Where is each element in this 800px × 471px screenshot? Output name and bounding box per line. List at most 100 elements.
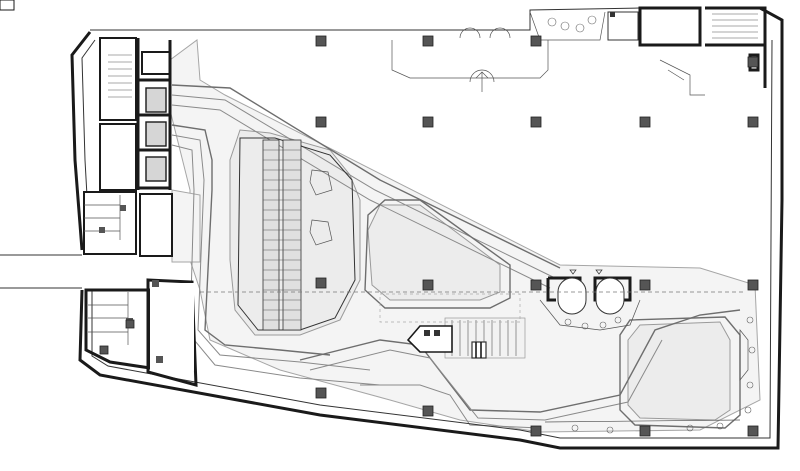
- door-arrow-icon: [569, 269, 577, 275]
- facade-glazing-lower: [91, 39, 773, 439]
- lower-service-wall-right: [146, 278, 198, 387]
- column-marker: [315, 35, 327, 47]
- column-marker: [639, 279, 651, 291]
- column-marker: [530, 279, 542, 291]
- column-marker: [530, 425, 542, 437]
- planter-icon: [587, 15, 597, 25]
- bench-lower: [544, 419, 741, 423]
- escalator-bank-right: [282, 139, 302, 331]
- column-marker: [639, 425, 651, 437]
- revolving-door-pod: [539, 269, 641, 331]
- service-fixture-top: [610, 12, 615, 17]
- column-marker: [315, 277, 327, 289]
- glazed-bay-right: [739, 329, 749, 381]
- column-marker: [99, 345, 109, 355]
- outer-wall-right: [759, 6, 784, 200]
- lower-left-service-block: [84, 278, 198, 387]
- pod-outline: [539, 299, 641, 331]
- lower-band-3: [360, 384, 541, 429]
- kiosk-fixture: [434, 330, 440, 336]
- column-marker: [747, 56, 759, 68]
- stair-treads-right: [712, 13, 758, 39]
- corner-label-box: [0, 0, 15, 11]
- stair-core-left: [99, 37, 137, 121]
- island-outline-band: [364, 199, 511, 309]
- lobby-seat-upper: [309, 169, 333, 196]
- lower-service-wall: [84, 288, 152, 370]
- column-marker: [747, 279, 759, 291]
- lift-car-1: [145, 87, 167, 113]
- structural-columns: [99, 35, 759, 437]
- planter-icon: [560, 21, 570, 31]
- column-marker: [747, 425, 759, 437]
- entry-door-swing-1: [459, 27, 481, 39]
- kiosk-fixture: [424, 330, 430, 336]
- floor-zones: [169, 39, 761, 433]
- escalator-bank-left: [262, 139, 280, 331]
- escalator-void: [237, 137, 356, 331]
- lobby-seat-lower: [309, 219, 333, 246]
- planter-icon: [547, 17, 557, 27]
- central-stair: [406, 317, 526, 359]
- column-marker: [530, 35, 542, 47]
- column-marker: [125, 319, 135, 329]
- toilet-block-upper-right: [139, 193, 173, 257]
- outer-wall-left-lower: [78, 199, 784, 450]
- stair-core-right-wall: [705, 6, 767, 47]
- upper-diagonal-band-1: [171, 84, 561, 269]
- toilet-fixture: [152, 280, 159, 287]
- right-loop-band: [619, 316, 741, 429]
- left-curving-band-1: [171, 124, 331, 356]
- lobby-front: [391, 27, 549, 92]
- lift-shaft-1: [141, 51, 171, 75]
- column-marker: [422, 405, 434, 417]
- toilet-fixture: [99, 227, 105, 233]
- planters-lower: [571, 422, 724, 434]
- planter-icon: [599, 321, 607, 329]
- lower-band-2: [309, 339, 663, 421]
- entry-door-swing-2: [489, 27, 511, 39]
- planter-icon: [614, 316, 622, 324]
- column-marker: [315, 387, 327, 399]
- column-marker: [747, 116, 759, 128]
- planter-icon: [581, 322, 589, 330]
- toilet-stalls-upper: [84, 195, 126, 240]
- toilet-fixture: [156, 356, 163, 363]
- lower-band-1: [299, 309, 741, 413]
- planter-icon: [746, 316, 754, 324]
- building-envelope: [0, 0, 784, 450]
- planter-icon: [571, 424, 579, 432]
- stair-treads-left: [108, 54, 132, 98]
- planters-pod: [564, 316, 622, 330]
- ramp-right: [659, 59, 705, 96]
- column-marker: [422, 35, 434, 47]
- revolving-door-top: [469, 69, 495, 92]
- left-service-core: [83, 37, 173, 257]
- escalator-treads: [263, 149, 301, 321]
- planter-icon: [564, 318, 572, 326]
- stair-landing: [471, 341, 487, 359]
- planters-top: [547, 15, 597, 33]
- upper-right-core: [529, 6, 767, 96]
- planters-right: [744, 316, 756, 414]
- lift-car-2: [145, 121, 167, 147]
- planter-icon: [686, 424, 694, 432]
- column-marker: [639, 116, 651, 128]
- planter-icon: [575, 23, 585, 33]
- upper-right-core-wall: [638, 6, 702, 47]
- toilet-block-upper-left: [83, 191, 137, 255]
- planter-icon: [716, 422, 724, 430]
- left-curving-band-2: [171, 134, 371, 371]
- toilet-fixture: [120, 205, 126, 211]
- planter-icon: [744, 406, 752, 414]
- right-lower-zone: [627, 321, 731, 421]
- entrance-canopy-top: [529, 11, 606, 41]
- column-marker: [422, 116, 434, 128]
- escalator-void-outline: [237, 137, 356, 331]
- revolving-door-right-icon: [595, 277, 625, 315]
- planter-icon: [746, 381, 754, 389]
- outer-wall-top: [90, 7, 641, 31]
- reception-counter-outline: [391, 40, 549, 79]
- planter-icon: [748, 346, 756, 354]
